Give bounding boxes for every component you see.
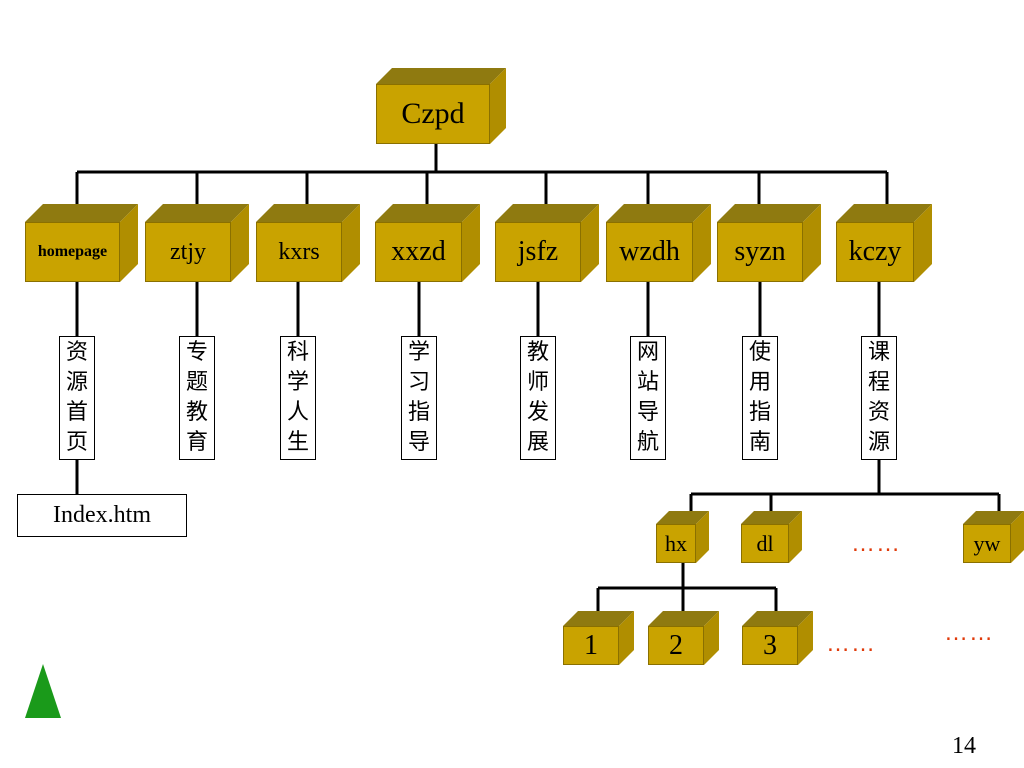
index-file-label: Index.htm bbox=[53, 502, 151, 528]
section-box-ztjy: ztjy bbox=[145, 204, 249, 282]
section-desc-jsfz: 教师发展 bbox=[520, 336, 556, 460]
section-desc-wzdh: 网站导航 bbox=[630, 336, 666, 460]
desc-char: 学 bbox=[407, 340, 430, 365]
hx-box-3: 3 bbox=[742, 611, 813, 665]
desc-char: 导 bbox=[636, 400, 659, 425]
desc-char: 源 bbox=[867, 430, 890, 455]
desc-char: 学 bbox=[286, 370, 309, 395]
course-box-yw-label: yw bbox=[973, 530, 1001, 556]
section-box-homepage-label: homepage bbox=[37, 243, 108, 260]
index-file-box: Index.htm bbox=[17, 494, 187, 537]
desc-char: 页 bbox=[65, 430, 88, 455]
root-label: Czpd bbox=[401, 97, 465, 130]
course-box-dl: dl bbox=[741, 511, 802, 563]
desc-char: 指 bbox=[407, 400, 430, 425]
section-desc-kxrs: 科学人生 bbox=[280, 336, 316, 460]
hx-box-2-label: 2 bbox=[669, 629, 683, 661]
desc-char: 指 bbox=[748, 400, 771, 425]
desc-char: 航 bbox=[636, 430, 659, 455]
desc-char: 人 bbox=[286, 400, 309, 425]
section-box-homepage: homepage bbox=[25, 204, 138, 282]
course-box-dl-label: dl bbox=[756, 530, 774, 556]
section-desc-ztjy: 专题教育 bbox=[179, 336, 215, 460]
desc-char: 导 bbox=[407, 430, 430, 455]
section-box-kczy-label: kczy bbox=[848, 236, 902, 267]
section-box-syzn: syzn bbox=[717, 204, 821, 282]
section-box-jsfz-label: jsfz bbox=[517, 236, 559, 267]
ellipsis-numbers: …… bbox=[826, 630, 876, 657]
desc-char: 科 bbox=[286, 340, 309, 365]
desc-char: 网 bbox=[636, 340, 659, 365]
course-box-hx-label: hx bbox=[665, 530, 687, 556]
ellipsis-course: …… bbox=[851, 530, 901, 557]
section-box-kxrs-label: kxrs bbox=[278, 238, 320, 265]
desc-char: 首 bbox=[65, 400, 88, 425]
desc-char: 师 bbox=[526, 370, 549, 395]
desc-char: 站 bbox=[636, 370, 659, 395]
section-box-wzdh: wzdh bbox=[606, 204, 711, 282]
section-desc-xxzd: 学习指导 bbox=[401, 336, 437, 460]
section-desc-syzn: 使用指南 bbox=[742, 336, 778, 460]
hx-box-2: 2 bbox=[648, 611, 719, 665]
desc-char: 程 bbox=[867, 370, 890, 395]
root-node: Czpd bbox=[376, 68, 506, 144]
desc-char: 教 bbox=[185, 400, 208, 425]
hx-box-1-label: 1 bbox=[584, 629, 598, 661]
desc-char: 资 bbox=[867, 400, 890, 425]
desc-char: 育 bbox=[185, 430, 208, 455]
desc-char: 用 bbox=[748, 370, 771, 395]
desc-char: 发 bbox=[526, 400, 549, 425]
desc-char: 使 bbox=[748, 340, 771, 365]
course-box-hx: hx bbox=[656, 511, 709, 563]
desc-char: 南 bbox=[748, 430, 771, 455]
desc-char: 习 bbox=[407, 370, 430, 395]
page-number: 14 bbox=[952, 733, 976, 759]
desc-char: 教 bbox=[526, 340, 549, 365]
desc-char: 资 bbox=[65, 340, 88, 365]
course-box-yw: yw bbox=[963, 511, 1024, 563]
desc-char: 展 bbox=[526, 430, 549, 455]
desc-char: 生 bbox=[286, 430, 309, 455]
desc-char: 课 bbox=[867, 340, 890, 365]
desc-char: 题 bbox=[185, 370, 208, 395]
section-desc-homepage: 资源首页 bbox=[59, 336, 95, 460]
section-box-xxzd: xxzd bbox=[375, 204, 480, 282]
section-box-kxrs: kxrs bbox=[256, 204, 360, 282]
section-box-kczy: kczy bbox=[836, 204, 932, 282]
hx-box-3-label: 3 bbox=[763, 629, 777, 661]
triangle-icon bbox=[25, 664, 61, 718]
hx-box-1: 1 bbox=[563, 611, 634, 665]
desc-char: 源 bbox=[65, 370, 88, 395]
section-box-syzn-label: syzn bbox=[734, 236, 786, 267]
desc-char: 专 bbox=[185, 340, 208, 365]
section-box-jsfz: jsfz bbox=[495, 204, 599, 282]
ellipsis-more: …… bbox=[944, 619, 994, 646]
section-desc-kczy: 课程资源 bbox=[861, 336, 897, 460]
section-box-ztjy-label: ztjy bbox=[170, 238, 206, 265]
section-box-wzdh-label: wzdh bbox=[619, 236, 680, 267]
section-box-xxzd-label: xxzd bbox=[391, 236, 446, 267]
